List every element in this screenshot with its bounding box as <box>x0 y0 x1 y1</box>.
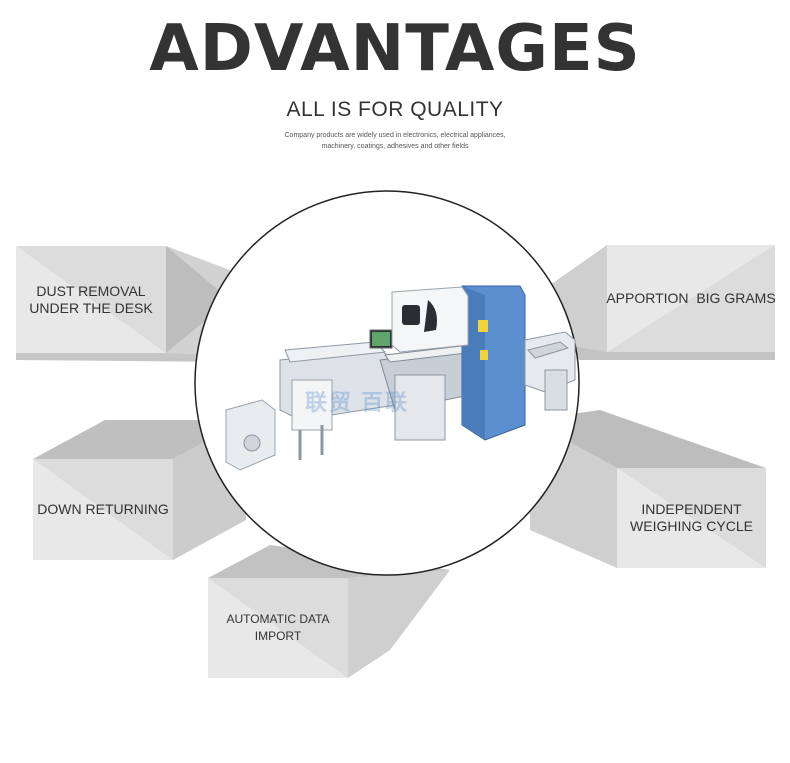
feature-box-independent-weighing: INDEPENDENT WEIGHING CYCLE <box>617 468 766 568</box>
feature-label-independent-weighing: INDEPENDENT WEIGHING CYCLE <box>630 501 753 534</box>
feature-box-down-returning: DOWN RETURNING <box>33 459 173 560</box>
feature-box-apportion-big-grams: APPORTION BIG GRAMS <box>606 245 776 352</box>
feature-box-appo-shape <box>550 245 775 360</box>
page-subtitle: ALL IS FOR QUALITY <box>286 98 504 121</box>
feature-label-automatic-data-import: AUTOMATIC DATA IMPORT <box>226 612 330 643</box>
feature-box-down-shape <box>33 420 246 560</box>
machine-illustration <box>225 285 576 471</box>
feature-label-down-returning: DOWN RETURNING <box>37 501 169 517</box>
watermark: 联贸 百联 <box>305 390 410 415</box>
page-description: Company products are widely used in elec… <box>284 132 506 150</box>
feature-label-dust-removal: DUST REMOVAL UNDER THE DESK <box>29 282 153 316</box>
feature-box-automatic-data-import: AUTOMATIC DATA IMPORT <box>208 578 348 678</box>
feature-label-apportion-big-grams: APPORTION BIG GRAMS <box>606 290 776 306</box>
page-title: ADVANTAGES <box>149 12 641 86</box>
feature-box-dust-removal: DUST REMOVAL UNDER THE DESK <box>16 246 166 353</box>
